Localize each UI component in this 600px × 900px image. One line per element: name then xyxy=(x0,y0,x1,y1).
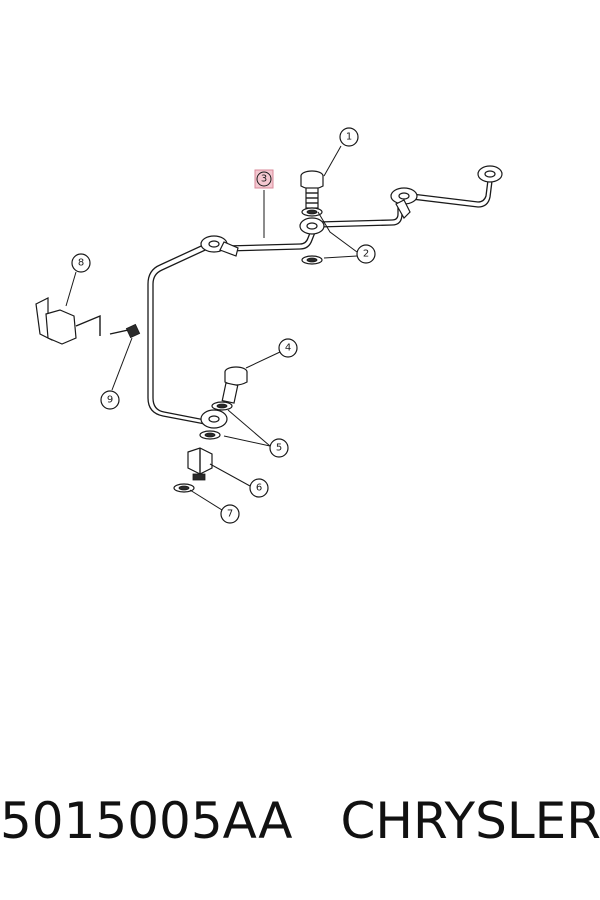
callout-7: 7 xyxy=(220,504,240,524)
washers-upper xyxy=(301,207,323,265)
callout-1: 1 xyxy=(339,127,359,147)
callout-2: 2 xyxy=(356,244,376,264)
callout-6: 6 xyxy=(249,478,269,498)
svg-text:9: 9 xyxy=(107,395,113,406)
svg-text:8: 8 xyxy=(78,258,84,269)
part-number: 5015005AA xyxy=(0,792,293,850)
leaders xyxy=(65,145,358,511)
washers-lower xyxy=(199,401,233,440)
bracket-clip xyxy=(35,297,101,345)
svg-text:3: 3 xyxy=(261,174,267,185)
banjo-bolt-lower xyxy=(221,366,248,404)
svg-text:6: 6 xyxy=(256,483,262,494)
svg-text:5: 5 xyxy=(276,443,282,454)
banjo-bolt-upper xyxy=(300,170,324,209)
callout-8: 8 xyxy=(71,253,91,273)
svg-text:4: 4 xyxy=(285,343,291,354)
callout-9: 9 xyxy=(100,390,120,410)
caption: 5015005AA CHRYSLER xyxy=(0,792,600,850)
bracket-bolt xyxy=(109,323,141,339)
callout-4: 4 xyxy=(278,338,298,358)
brand-name: CHRYSLER xyxy=(340,792,600,850)
tube-assembly xyxy=(147,165,503,429)
fitting-nut xyxy=(187,447,213,481)
washer-bottom xyxy=(173,483,195,493)
svg-text:7: 7 xyxy=(227,509,233,520)
callout-5: 5 xyxy=(269,438,289,458)
callout-3: 3 xyxy=(254,169,274,189)
svg-text:2: 2 xyxy=(363,249,369,260)
svg-text:1: 1 xyxy=(346,132,352,143)
